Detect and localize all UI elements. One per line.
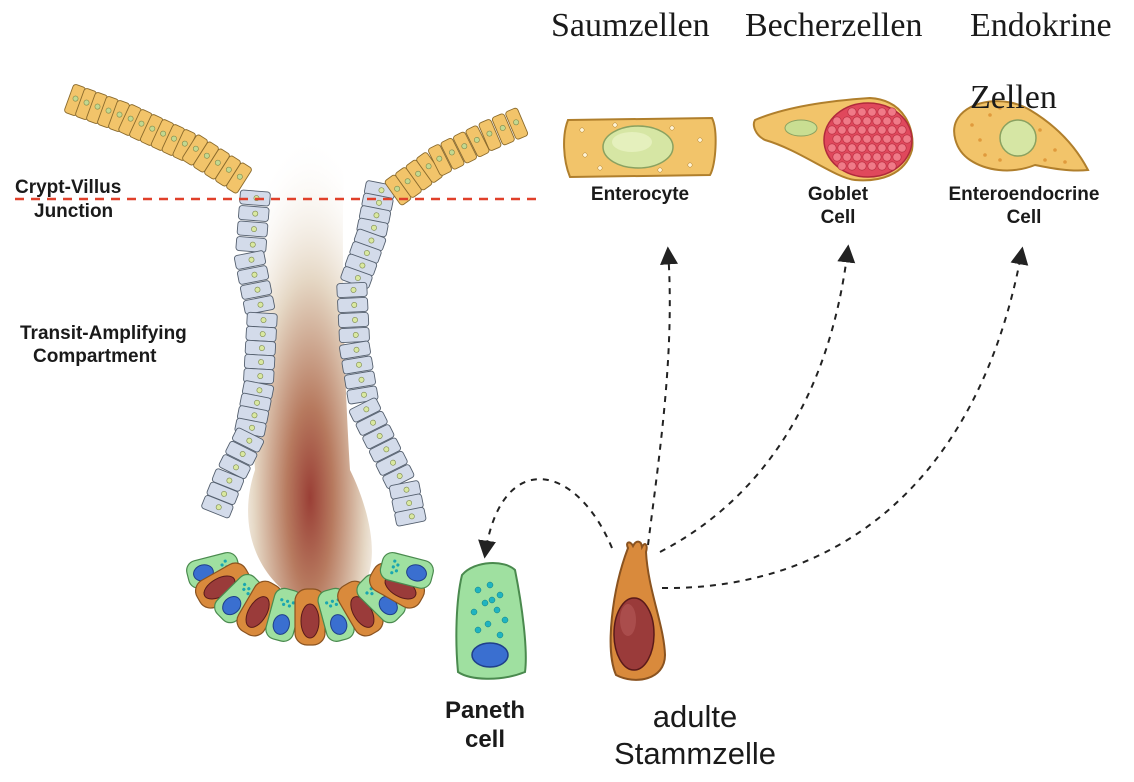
goblet-cell: [754, 98, 913, 180]
label-paneth-cell: cell: [420, 726, 550, 754]
label-adulte: adulte: [580, 698, 810, 735]
arrow-to-enteroendocrine: [662, 250, 1022, 588]
arrow-to-paneth: [485, 479, 612, 555]
label-junction: Junction: [34, 200, 113, 223]
label-compartment: Compartment: [33, 345, 157, 368]
paneth-cell: [456, 563, 525, 679]
label-zellen: Zellen: [970, 78, 1057, 118]
arrow-to-goblet: [660, 248, 848, 552]
label-endokrine: Endokrine: [970, 6, 1112, 46]
adult-stem-cell: [611, 542, 665, 680]
label-goblet-cell: Cell: [778, 206, 898, 229]
label-goblet: Goblet: [778, 183, 898, 206]
label-becherzellen: Becherzellen: [745, 6, 922, 46]
label-enteroendocrine: Enteroendocrine: [920, 183, 1128, 206]
differentiation-arrows: [485, 248, 1022, 588]
label-crypt-villus: Crypt-Villus: [15, 176, 121, 199]
label-transit-amplifying: Transit-Amplifying: [20, 322, 187, 345]
enterocyte-cell: [564, 118, 716, 177]
label-saumzellen: Saumzellen: [551, 6, 710, 46]
label-enterocyte: Enterocyte: [560, 183, 720, 206]
label-stammzelle: Stammzelle: [580, 735, 810, 772]
label-enteroendocrine-cell: Cell: [920, 206, 1128, 229]
arrow-to-enterocyte: [648, 250, 670, 545]
label-paneth: Paneth: [420, 697, 550, 725]
